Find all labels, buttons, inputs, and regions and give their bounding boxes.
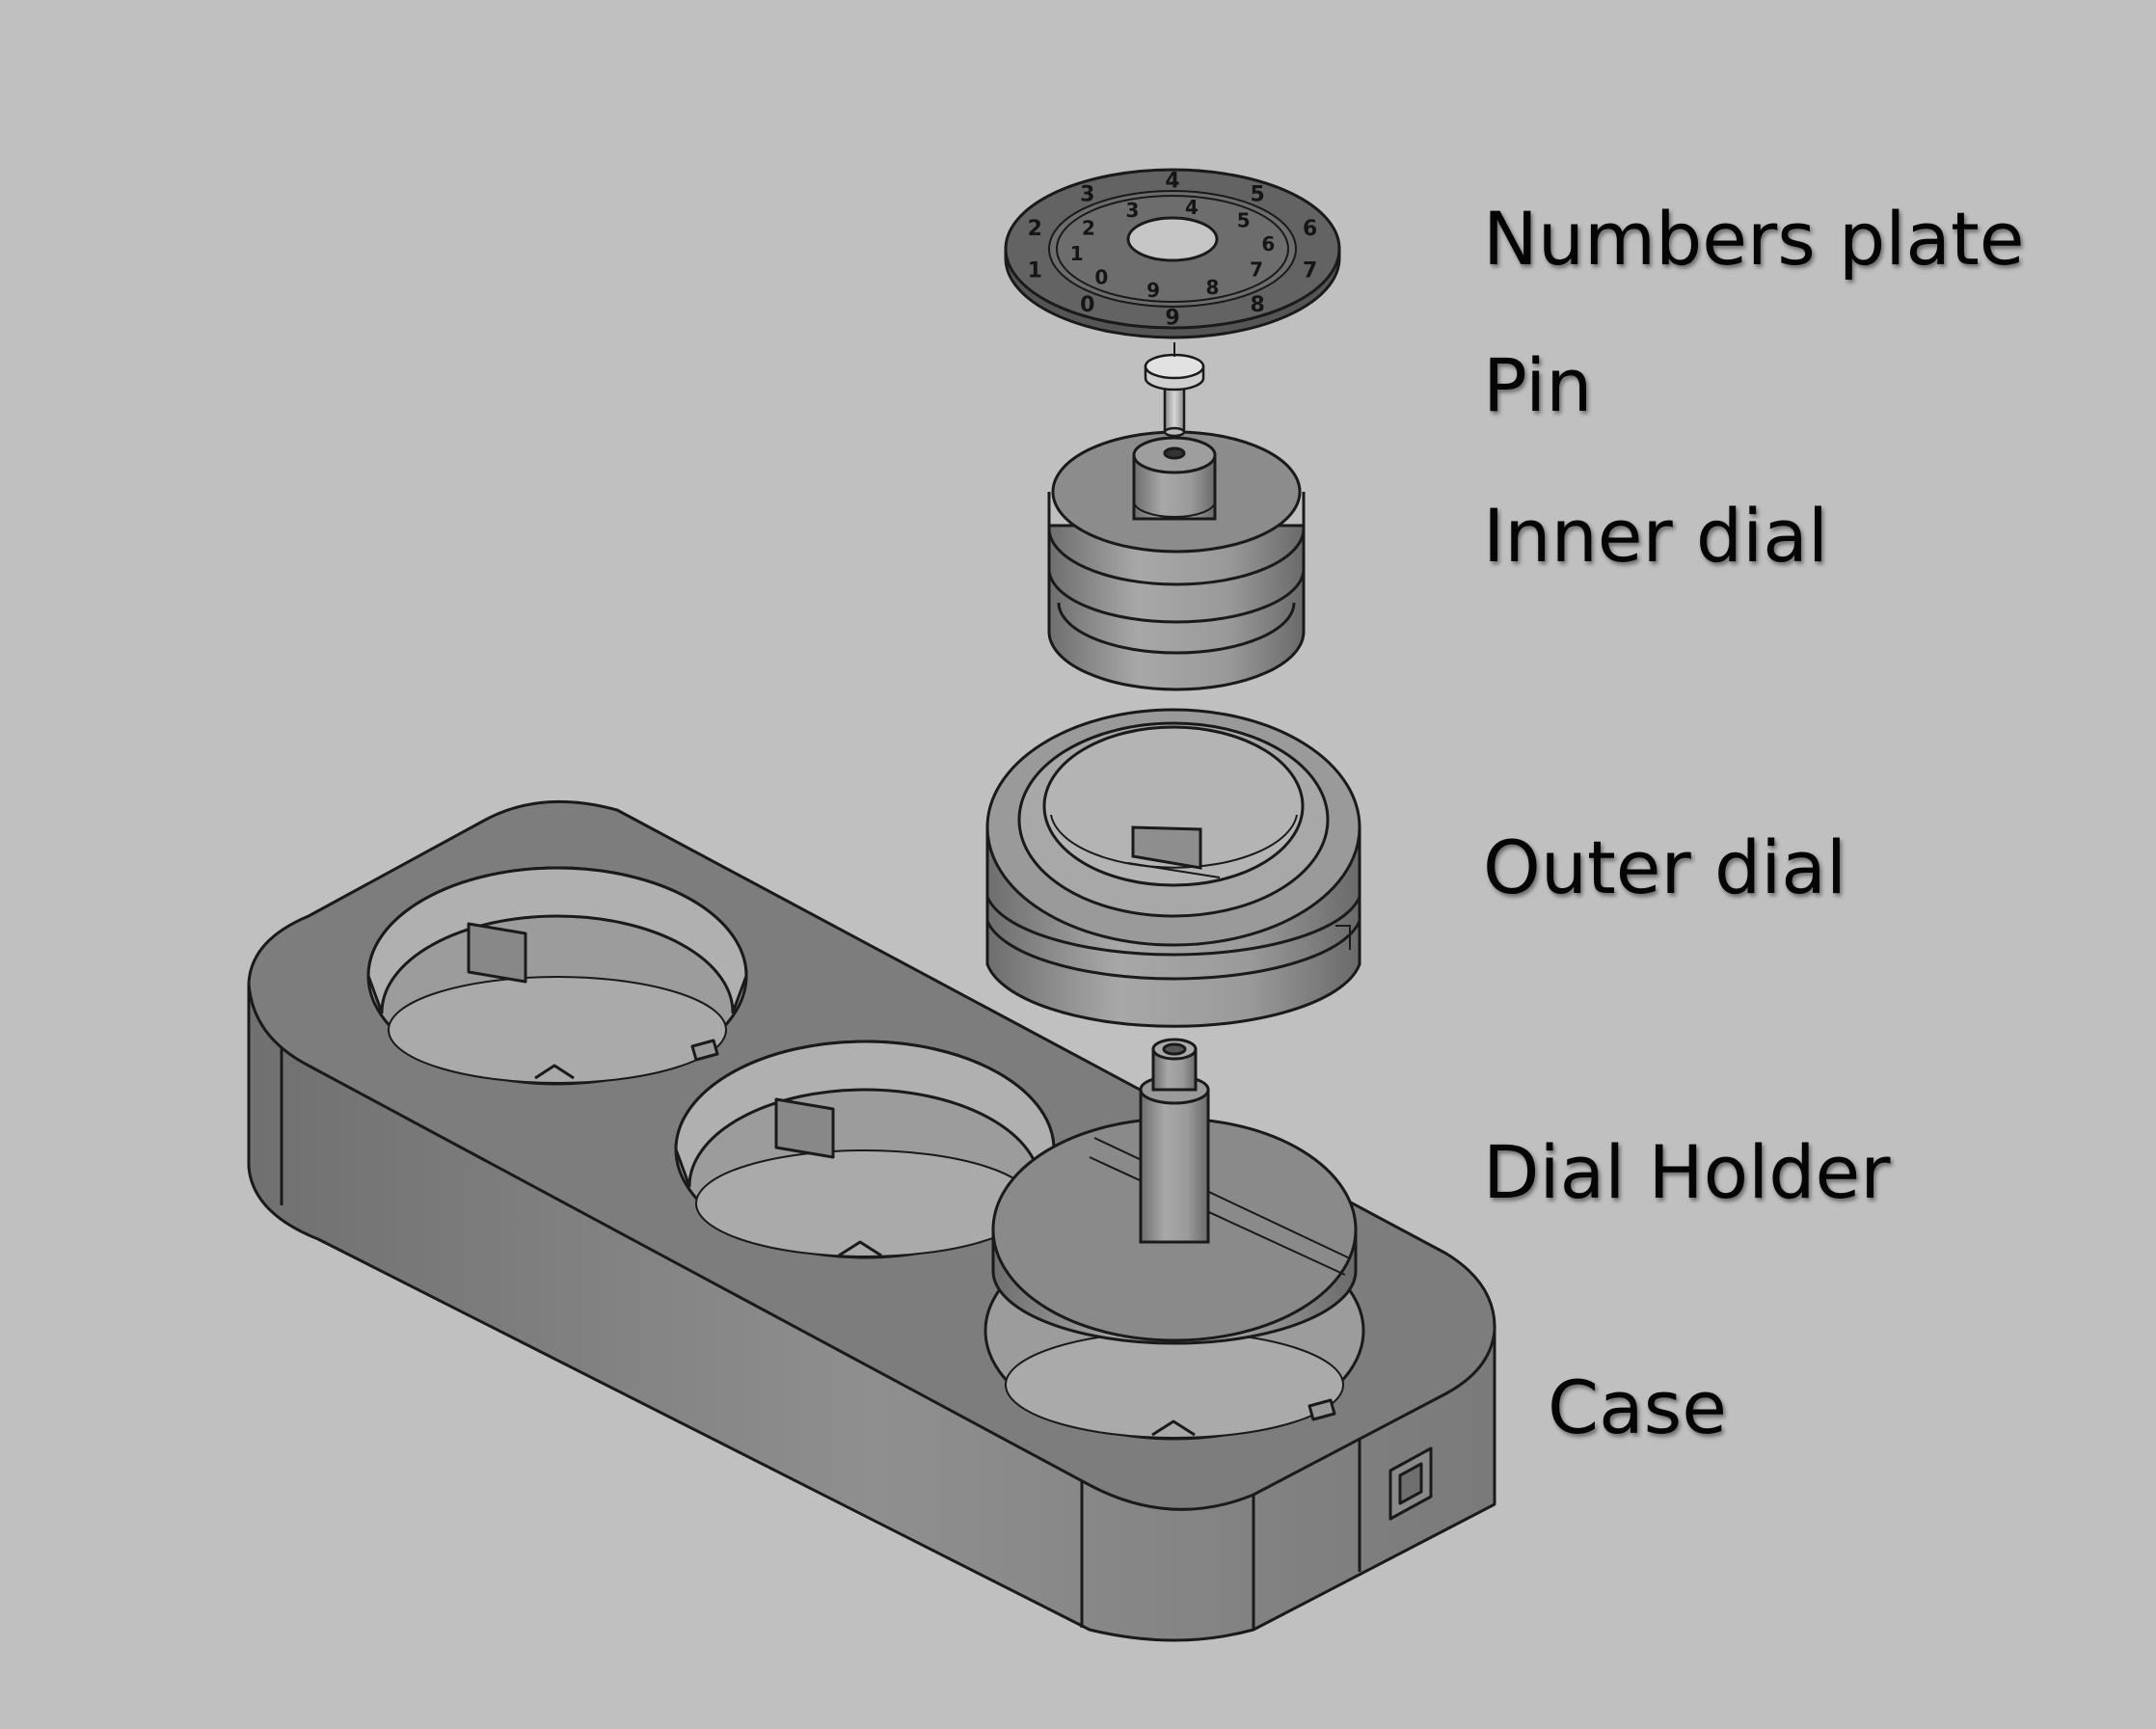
dial-digit: 7	[1250, 258, 1263, 282]
dial-digit: 1	[1070, 242, 1084, 265]
label-inner-dial: Inner dial	[1483, 493, 1828, 579]
dial-digit: 7	[1303, 259, 1317, 284]
inner-dial-part	[1047, 430, 1306, 691]
case-hole-middle	[674, 1040, 1056, 1259]
dial-digit: 8	[1251, 293, 1265, 317]
pin-part	[1144, 353, 1205, 438]
case-hole-left	[366, 866, 748, 1086]
dial-digit: 6	[1261, 232, 1275, 256]
dial-digit: 9	[1165, 307, 1179, 331]
dial-holder-part	[991, 1038, 1358, 1345]
label-numbers-plate: Numbers plate	[1483, 196, 2025, 282]
dial-digit: 2	[1028, 217, 1042, 241]
dial-digit: 8	[1206, 276, 1220, 299]
dial-digit: 5	[1251, 182, 1265, 206]
dial-digit: 2	[1082, 216, 1095, 239]
dial-digit: 1	[1028, 259, 1042, 284]
dial-digit: 3	[1126, 199, 1140, 222]
dial-digit: 4	[1185, 196, 1199, 219]
label-dial-holder: Dial Holder	[1483, 1129, 1891, 1215]
dial-digit: 9	[1146, 279, 1160, 302]
label-pin: Pin	[1483, 342, 1593, 428]
outer-dial-part	[985, 708, 1361, 1028]
dial-digit: 3	[1080, 182, 1094, 206]
dial-digit: 4	[1165, 170, 1179, 194]
dial-digit: 0	[1094, 266, 1108, 289]
dial-digit: 5	[1237, 208, 1251, 231]
label-outer-dial: Outer dial	[1483, 824, 1846, 910]
dial-digit: 0	[1080, 293, 1094, 317]
label-case: Case	[1548, 1364, 1727, 1450]
dial-digit: 6	[1303, 217, 1317, 241]
